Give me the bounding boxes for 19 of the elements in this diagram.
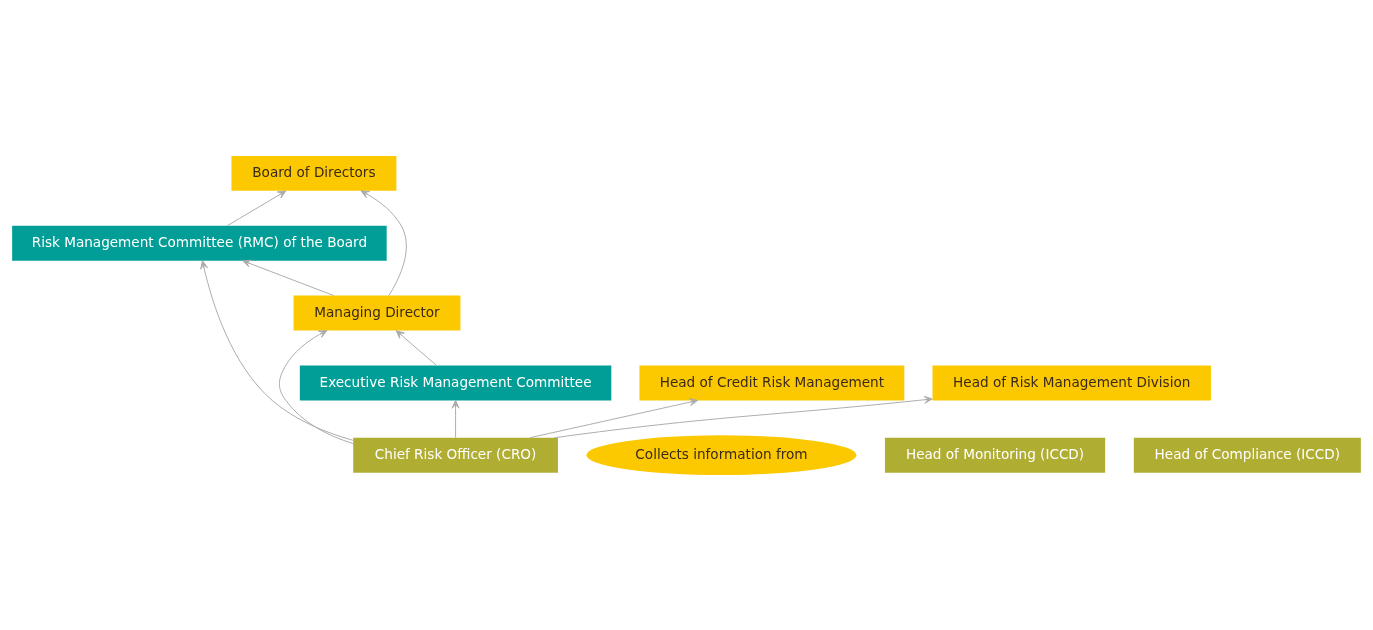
- node-box: Head of Credit Risk Management: [639, 364, 905, 400]
- arrow: [360, 189, 407, 296]
- arrow: [226, 190, 287, 226]
- node-box: Executive Risk Management Committee: [299, 364, 612, 400]
- node-box: Board of Directors: [231, 155, 397, 191]
- arrow: [529, 397, 699, 438]
- node-box: Head of Monitoring (ICCD): [884, 437, 1106, 473]
- node-box: Managing Director: [293, 295, 461, 331]
- arrow: [395, 329, 437, 366]
- node-ellipse: Collects information from: [586, 434, 857, 475]
- arrow: [554, 395, 933, 438]
- arrow: [451, 399, 460, 438]
- node-box: Chief Risk Officer (CRO): [353, 437, 558, 473]
- arrow: [200, 259, 354, 441]
- node-box: Risk Management Committee (RMC) of the Board: [12, 225, 387, 261]
- arrow: [242, 259, 334, 296]
- node-box: Head of Compliance (ICCD): [1133, 437, 1361, 473]
- node-box: Head of Risk Management Division: [932, 364, 1211, 400]
- arrow: [278, 329, 354, 444]
